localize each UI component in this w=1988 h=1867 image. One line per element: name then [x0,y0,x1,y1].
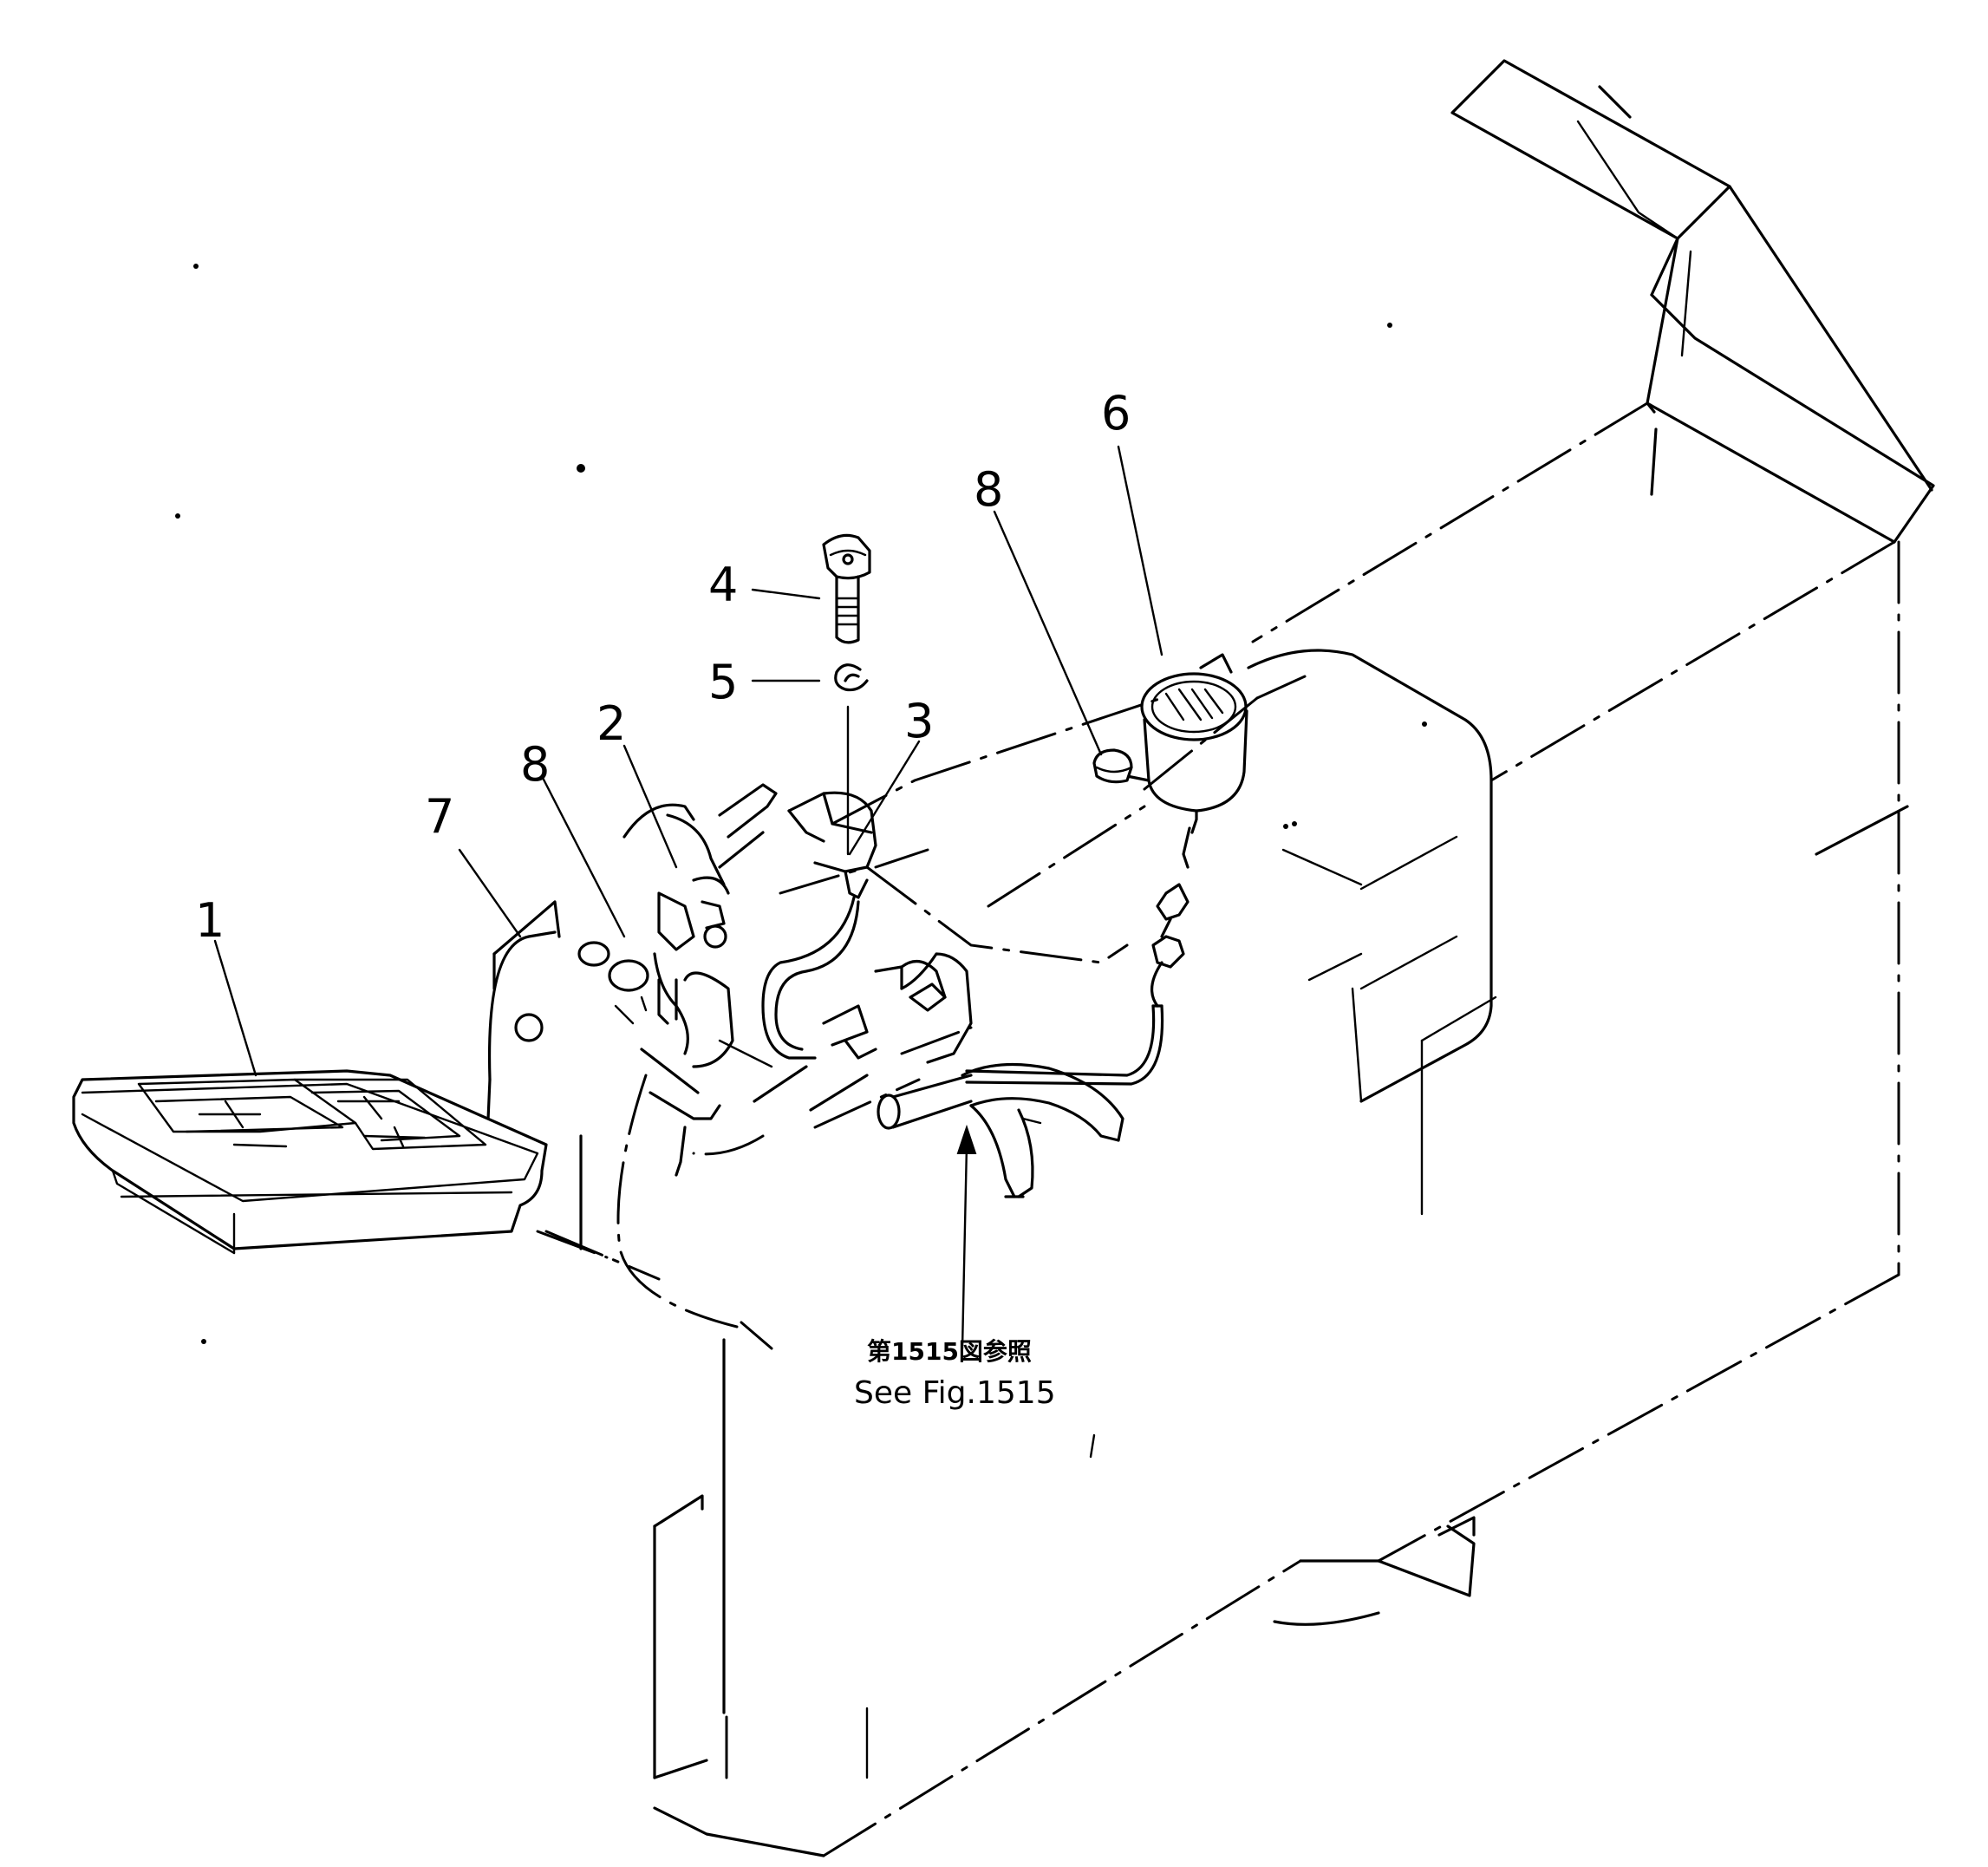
callout-5: 5 [708,655,738,709]
scan-specks [175,264,1427,1459]
part-6-gauge [965,653,1307,1086]
part-3-knob [692,791,973,1156]
callout-3: 3 [904,694,934,748]
callout-6: 6 [1101,386,1131,441]
pipe-assembly [877,1062,1124,1198]
part-4-bolt [822,533,871,644]
part-1-monitor-box [72,1069,661,1281]
callout-labels: 1 2 3 4 5 6 7 8 8 [195,386,1131,948]
reference-note-english: See Fig.1515 [854,1375,1056,1411]
callout-2: 2 [596,696,626,751]
reference-note-japanese: 第1515図参照 [867,1337,1032,1366]
cabinet-body [484,59,1935,1857]
part-7-bracket [492,900,561,1042]
callout-4: 4 [708,558,738,612]
part-5-washer [834,663,869,692]
leader-lines [213,445,1163,1350]
part-8-cap-right [1092,748,1133,784]
callout-8-right: 8 [974,462,1003,517]
callout-8-left: 8 [520,737,550,792]
part-8-cap-left [577,941,649,992]
wiring-harness [779,696,1163,1129]
callout-1: 1 [195,893,225,948]
part-2-switch-assembly [614,783,778,1177]
callout-7: 7 [425,789,454,844]
reference-note: 第1515図参照 See Fig.1515 [854,1337,1056,1411]
